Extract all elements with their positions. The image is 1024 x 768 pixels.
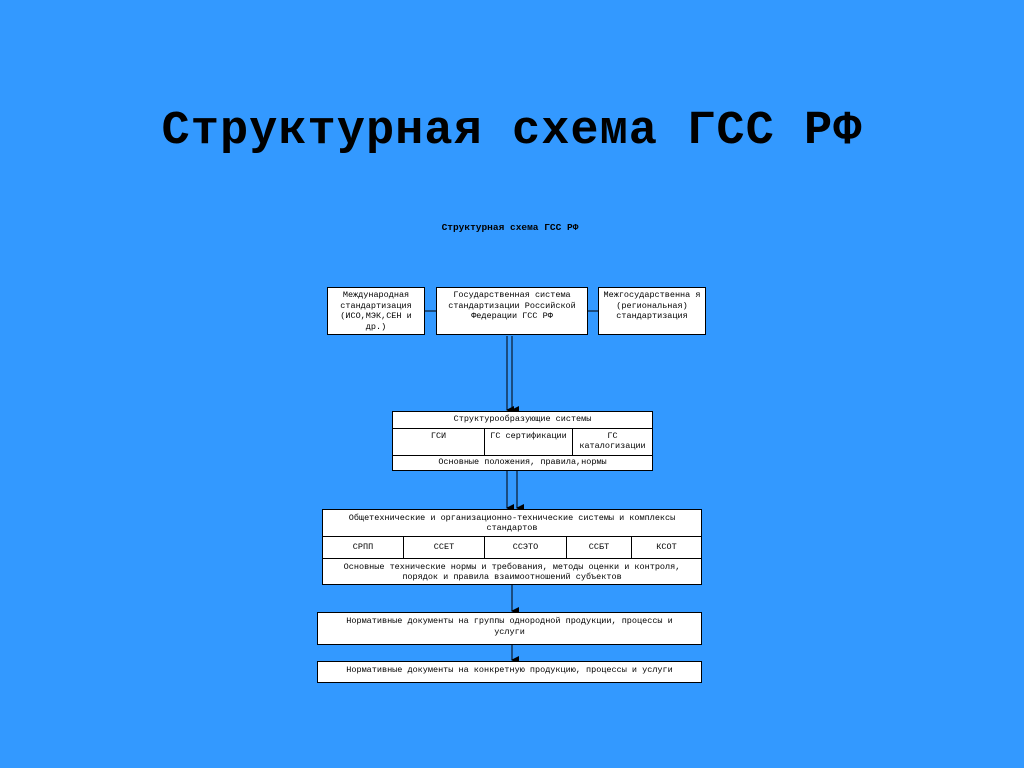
structuring-header: Структурообразующие системы bbox=[453, 414, 592, 424]
box-group-documents: Нормативные документы на группы однородн… bbox=[317, 612, 702, 645]
box-general-technical-systems: Общетехнические и организационно-техниче… bbox=[322, 509, 702, 585]
slide-title: Структурная схема ГСС РФ bbox=[161, 105, 863, 158]
box-state-label: Государственная система стандартизации Р… bbox=[448, 290, 576, 321]
structuring-cell-gsi: ГСИ bbox=[393, 429, 485, 455]
general-technical-header: Общетехнические и организационно-техниче… bbox=[348, 513, 676, 533]
box-specific-documents: Нормативные документы на конкретную прод… bbox=[317, 661, 702, 683]
specific-documents-label: Нормативные документы на конкретную прод… bbox=[346, 665, 673, 675]
structuring-footer: Основные положения, правила,нормы bbox=[438, 457, 607, 467]
structuring-cell-cataloguing: ГС каталогизации bbox=[579, 431, 646, 451]
box-state-standardization-system: Государственная система стандартизации Р… bbox=[436, 287, 588, 335]
general-technical-footer: Основные технические нормы и требования,… bbox=[343, 562, 681, 582]
box-structuring-systems: Структурообразующие системы ГСИ ГС серти… bbox=[392, 411, 653, 471]
structuring-cell-certification: ГС сертификации bbox=[485, 429, 573, 455]
box-interstate-standardization: Межгосударственна я (региональная) станд… bbox=[598, 287, 706, 335]
general-cell-ksot: КСОТ bbox=[656, 542, 677, 552]
box-international-standardization: Международная стандартизация (ИСО,МЭК,СЕ… bbox=[327, 287, 425, 335]
general-cell-ssbt: ССБТ bbox=[567, 537, 632, 558]
general-technical-cells-row: СРПП ССЕТ ССЭТО ССБТ КСОТ bbox=[323, 537, 701, 558]
diagram-caption: Структурная схема ГСС РФ bbox=[441, 222, 579, 233]
general-cell-sset: ССЕТ bbox=[404, 537, 485, 558]
structuring-cells-row: ГСИ ГС сертификации ГС каталогизации bbox=[393, 429, 652, 455]
general-cell-sseto: ССЭТО bbox=[485, 537, 567, 558]
box-interstate-label: Межгосударственна я (региональная) станд… bbox=[603, 290, 701, 321]
general-cell-srpp: СРПП bbox=[323, 537, 404, 558]
box-international-label: Международная стандартизация (ИСО,МЭК,СЕ… bbox=[340, 290, 412, 332]
group-documents-label: Нормативные документы на группы однородн… bbox=[346, 616, 673, 637]
